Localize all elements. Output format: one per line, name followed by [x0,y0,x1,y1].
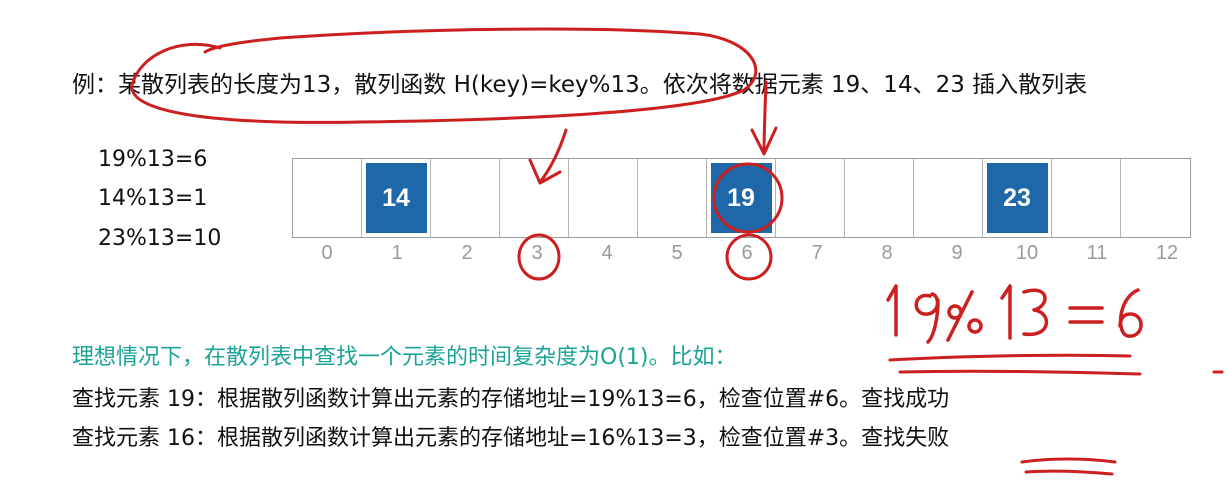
lookup-example: 查找元素 16：根据散列函数计算出元素的存储地址=16%13=3，检查位置#3。… [72,426,950,451]
handwritten-formula [886,284,1143,344]
slot-value: 23 [986,163,1048,233]
ink-underline [1020,457,1117,464]
slot-value: 19 [710,163,772,233]
table-slot: 23 [983,159,1052,237]
table-slot: 19 [707,159,776,237]
slot-index: 10 [1015,242,1039,264]
slot-index: 2 [461,242,473,264]
hash-calculation: 14%13=1 [98,186,208,211]
table-slot [569,159,638,237]
slot-index: 3 [531,242,543,264]
table-slot [500,159,569,237]
ink-underline [1024,469,1114,476]
table-slot [1052,159,1121,237]
slot-index: 7 [811,242,823,264]
slot-index: 11 [1086,242,1108,264]
ink-underline [888,353,1132,362]
slot-indices: 0 1 2 3 4 5 6 7 8 9 10 11 12 [292,242,1202,265]
hash-calculation: 19%13=6 [98,147,208,172]
table-slot [845,159,914,237]
slot-index: 1 [391,242,403,264]
slot-index: 9 [951,242,963,264]
slot-index: 6 [741,242,753,264]
ink-arrowhead [750,126,778,156]
slot-index: 0 [321,242,333,264]
table-slot [431,159,500,237]
hash-table: 14 19 23 [292,158,1191,238]
table-slot [1121,159,1190,237]
table-slot [776,159,845,237]
problem-statement: 例：某散列表的长度为13，散列函数 H(key)=key%13。依次将数据元素 … [72,72,1088,98]
hash-calculation: 23%13=10 [98,226,222,251]
table-slot [293,159,362,237]
ink-underline [898,369,1142,376]
table-slot [914,159,983,237]
section-heading: 理想情况下，在散列表中查找一个元素的时间复杂度为O(1)。比如： [72,345,737,370]
slot-value: 14 [365,163,427,233]
slot-index: 12 [1155,242,1179,264]
slot-index: 4 [601,242,613,264]
slot-index: 5 [671,242,683,264]
table-slot: 14 [362,159,431,237]
lookup-example: 查找元素 19：根据散列函数计算出元素的存储地址=19%13=6，检查位置#6。… [72,387,950,412]
table-slot [638,159,707,237]
slot-index: 8 [881,242,893,264]
